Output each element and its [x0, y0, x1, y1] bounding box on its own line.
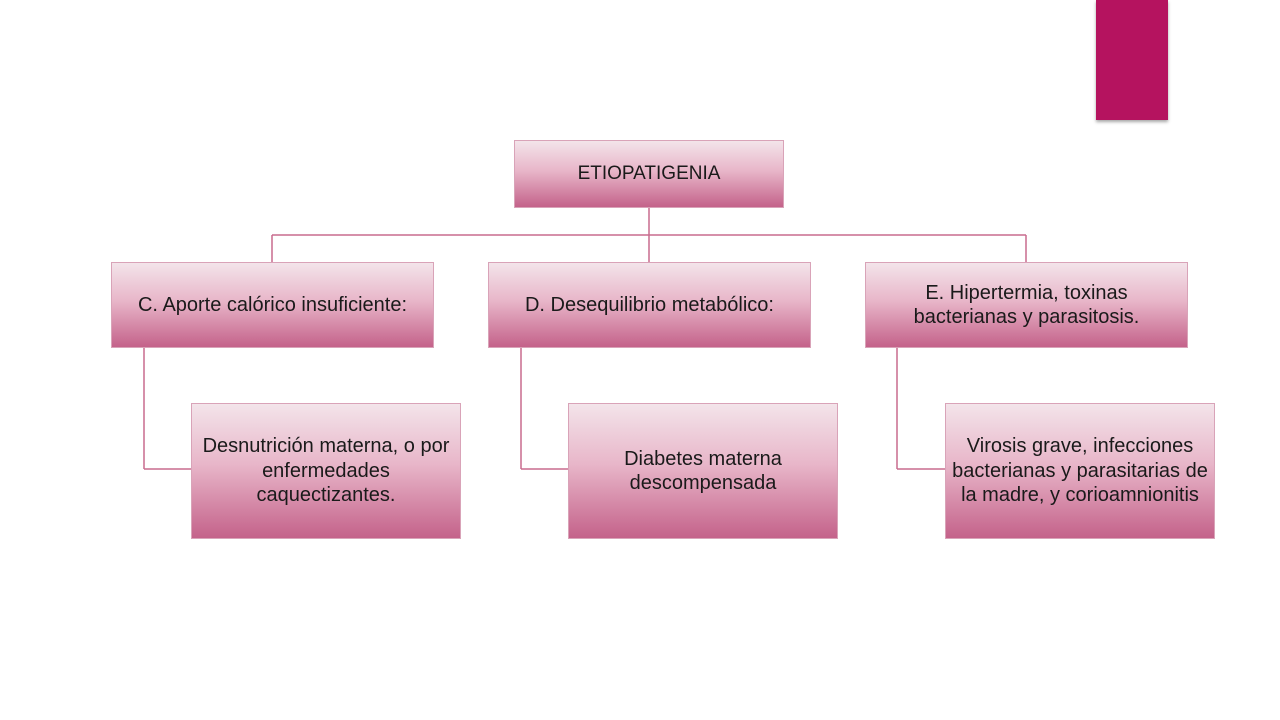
node-label: D. Desequilibrio metabólico: — [524, 293, 774, 316]
node-label: Diabetes materna descompensada — [624, 447, 782, 494]
node-label: E. Hipertermia, toxinas bacterianas y pa… — [913, 281, 1140, 328]
node-label: ETIOPATIGENIA — [577, 163, 721, 185]
node-hipertermia: E. Hipertermia, toxinas bacterianas y pa… — [865, 262, 1188, 348]
node-label: C. Aporte calórico insuficiente: — [137, 293, 408, 316]
node-desnutricion-materna: Desnutrición materna, o por enfermedades… — [191, 403, 461, 539]
node-desequilibrio-metabolico: D. Desequilibrio metabólico: — [488, 262, 811, 348]
node-virosis-grave: Virosis grave, infecciones bacterianas y… — [945, 403, 1215, 539]
accent-bar — [1096, 0, 1168, 120]
node-etiopatigenia: ETIOPATIGENIA — [514, 140, 784, 208]
node-diabetes-materna: Diabetes materna descompensada — [568, 403, 838, 539]
node-aporte-calorico: C. Aporte calórico insuficiente: — [111, 262, 434, 348]
node-label: Virosis grave, infecciones bacterianas y… — [952, 435, 1208, 507]
node-label: Desnutrición materna, o por enfermedades… — [202, 435, 450, 507]
